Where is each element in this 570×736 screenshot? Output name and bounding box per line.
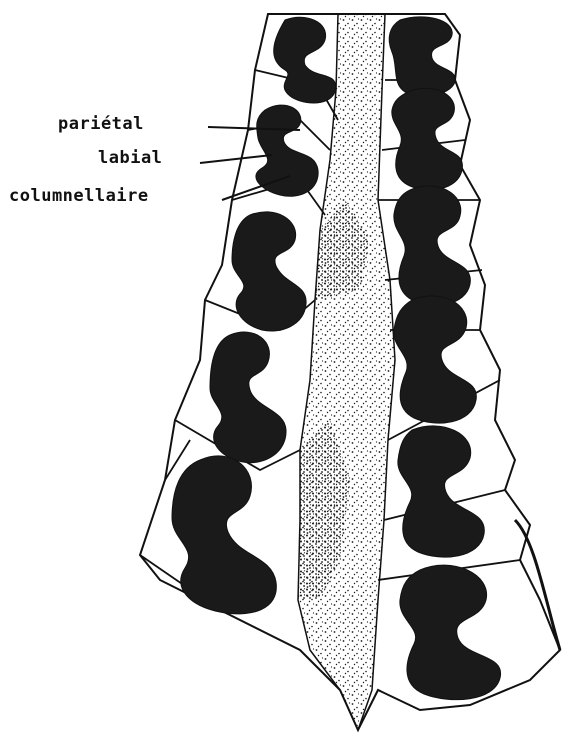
label-columnellaire: columnellaire: [9, 186, 149, 206]
label-parietal: pariétal: [58, 114, 144, 134]
label-labial: labial: [98, 148, 162, 168]
